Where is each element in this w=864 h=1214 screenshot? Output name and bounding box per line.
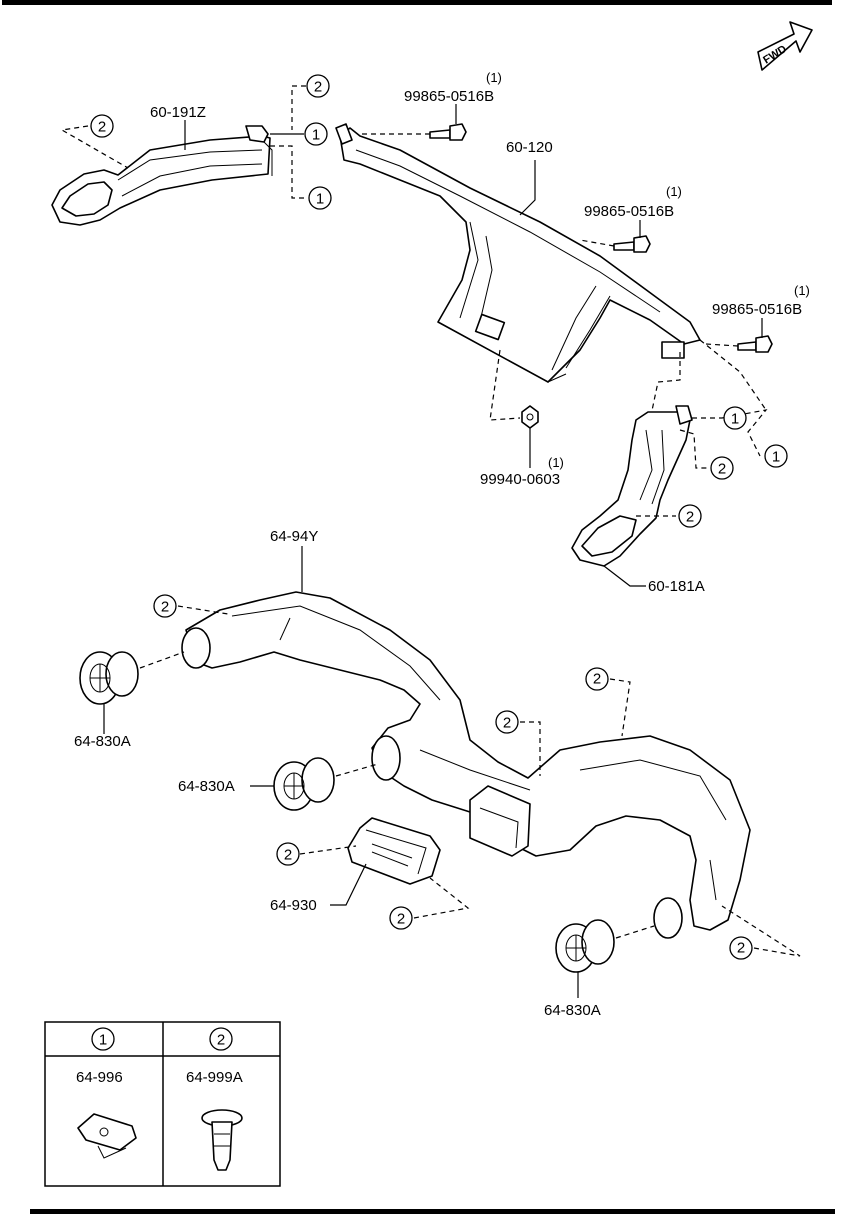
callout-1: 1 [304, 122, 328, 146]
label-64-830A-1: 64-830A [74, 733, 131, 750]
qty-99865-a: (1) [486, 70, 502, 85]
dash-nut [489, 349, 521, 421]
dash-830A-2 [335, 763, 379, 777]
dash-930-c2 [299, 845, 357, 855]
label-99865-a: 99865-0516B [404, 88, 494, 105]
svg-text:1: 1 [99, 1032, 107, 1049]
dash-60-181A-top [649, 352, 681, 421]
leader-64-930 [330, 863, 367, 906]
callout-2: 2 [678, 504, 702, 528]
bottom-border [30, 1209, 835, 1214]
svg-text:2: 2 [397, 911, 405, 928]
part-60-120-drawing [335, 123, 701, 383]
svg-text:2: 2 [737, 940, 745, 957]
callout-2: 2 [306, 74, 330, 98]
svg-text:1: 1 [772, 449, 780, 466]
fwd-arrow-icon: FWD [757, 21, 813, 71]
svg-text:2: 2 [593, 671, 601, 688]
dash-bolt-c [705, 343, 739, 347]
legend-header-1: 1 [91, 1027, 115, 1051]
callout-1: 1 [764, 444, 788, 468]
callout-2: 2 [90, 114, 114, 138]
bolt-icon [613, 235, 651, 253]
dash-94Y-c2-bottomright [721, 905, 801, 957]
label-99865-b: 99865-0516B [584, 203, 674, 220]
nut-icon [521, 405, 539, 429]
label-64-94Y: 64-94Y [270, 528, 318, 545]
part-60-191Z-drawing [51, 125, 273, 226]
svg-text:2: 2 [314, 79, 322, 96]
dash-191Z-c1-bottom [270, 145, 306, 199]
push-rivet-icon [201, 1109, 243, 1171]
callout-2: 2 [729, 936, 753, 960]
callout-1: 1 [308, 186, 332, 210]
dash-181A-c1a [692, 409, 768, 457]
label-60-181A: 60-181A [648, 578, 705, 595]
top-border [2, 0, 832, 5]
label-64-830A-3: 64-830A [544, 1002, 601, 1019]
svg-text:2: 2 [284, 847, 292, 864]
legend-part-64-999A: 64-999A [186, 1069, 243, 1086]
label-60-120: 60-120 [506, 139, 553, 156]
dash-191Z-c2-top [291, 85, 306, 130]
part-64-94Y-drawing [181, 591, 751, 939]
vent-64-830A-icon [79, 651, 139, 705]
vent-64-830A-icon [555, 919, 615, 973]
label-60-191Z: 60-191Z [150, 104, 206, 121]
callout-1: 1 [723, 406, 747, 430]
svg-text:1: 1 [312, 127, 320, 144]
label-64-830A-2: 64-830A [178, 778, 235, 795]
dash-830A-1 [139, 651, 185, 669]
dash-94Y-c2-right [609, 678, 631, 737]
callout-2: 2 [153, 594, 177, 618]
callout-2: 2 [710, 456, 734, 480]
leader-60-120 [519, 160, 536, 216]
legend-table: 1 2 64-996 64-999A [44, 1021, 281, 1187]
svg-text:2: 2 [98, 119, 106, 136]
leader-60-181A [603, 565, 646, 587]
bolt-icon [429, 123, 467, 141]
svg-text:2: 2 [217, 1032, 225, 1049]
svg-text:2: 2 [686, 509, 694, 526]
label-64-930: 64-930 [270, 897, 317, 914]
dash-181A-to-duct [699, 339, 767, 411]
label-99865-c: 99865-0516B [712, 301, 802, 318]
dash-181A-c2a [679, 429, 708, 469]
part-60-181A-drawing [571, 405, 693, 567]
dash-930-c2-bottom [413, 877, 470, 919]
dash-830A-3 [615, 925, 655, 939]
callout-2: 2 [495, 710, 519, 734]
callout-2: 2 [585, 667, 609, 691]
svg-text:2: 2 [718, 461, 726, 478]
bolt-icon [737, 335, 773, 353]
callout-2: 2 [389, 906, 413, 930]
svg-text:1: 1 [731, 411, 739, 428]
dash-bolt-b [579, 239, 615, 247]
label-99940: 99940-0603 [480, 471, 560, 488]
callout-2: 2 [276, 842, 300, 866]
svg-text:1: 1 [316, 191, 324, 208]
clip-nut-icon [77, 1113, 137, 1159]
qty-99940: (1) [548, 455, 564, 470]
svg-text:2: 2 [161, 599, 169, 616]
svg-text:2: 2 [503, 715, 511, 732]
vent-64-830A-icon [273, 757, 335, 811]
qty-99865-b: (1) [666, 184, 682, 199]
legend-header-2: 2 [209, 1027, 233, 1051]
legend-part-64-996: 64-996 [76, 1069, 123, 1086]
dash-94Y-c2-mid [520, 721, 541, 776]
qty-99865-c: (1) [794, 283, 810, 298]
part-64-930-drawing [347, 817, 441, 885]
